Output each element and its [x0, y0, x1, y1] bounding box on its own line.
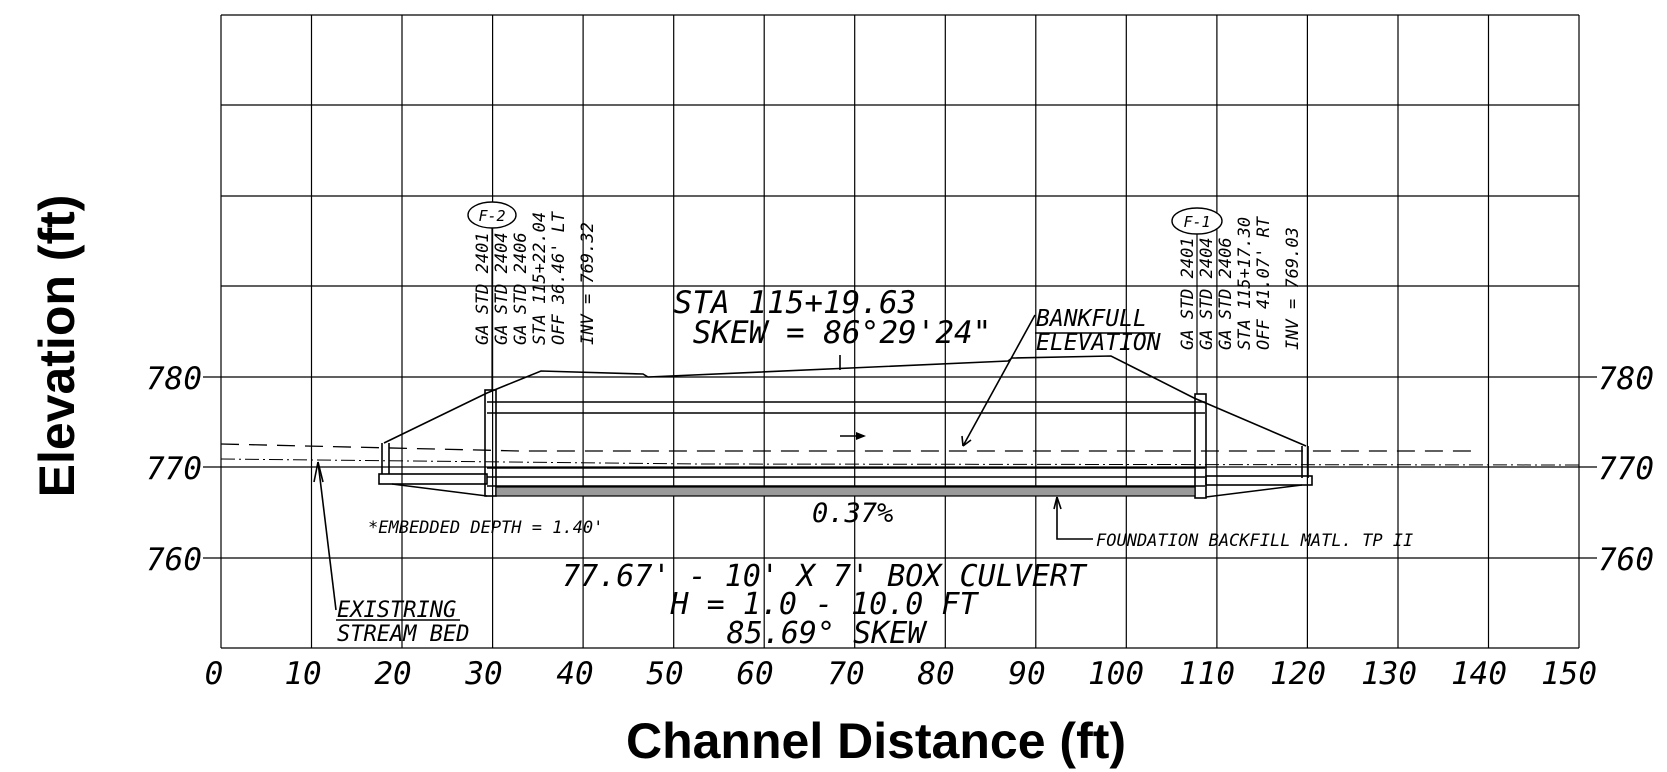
- x-tick-label: 20: [374, 656, 411, 692]
- culvert-label-1: 77.67' - 10' X 7' BOX CULVERT: [562, 559, 1088, 594]
- slope-label: 0.37%: [812, 498, 893, 529]
- left-note: GA STD 2406: [511, 232, 531, 345]
- y-axis-title: Elevation (ft): [29, 195, 85, 498]
- y-tick-label-left: 780: [146, 361, 202, 397]
- right-note: GA STD 2404: [1197, 237, 1217, 350]
- embedded-depth-note: *EMBEDDED DEPTH = 1.40': [368, 518, 603, 538]
- flow-arrow: [840, 432, 866, 440]
- left-note: GA STD 2401: [473, 232, 493, 345]
- left-note: STA 115+22.04: [530, 212, 550, 345]
- x-tick-label: 140: [1451, 656, 1507, 692]
- x-tick-label: 150: [1541, 656, 1597, 692]
- skew-label: SKEW = 86°29'24": [693, 315, 992, 351]
- y-tick-label-right: 760: [1598, 542, 1654, 578]
- stream-bed-callout: EXISTRING STREAM BED: [337, 598, 469, 647]
- x-tick-label: 90: [1008, 656, 1045, 692]
- y-tick-label-right: 780: [1598, 361, 1654, 397]
- x-tick-label: 40: [556, 656, 593, 692]
- y-tick-labels: 780 770 760 780 770 760: [146, 361, 1654, 578]
- right-note: GA STD 2401: [1178, 237, 1198, 350]
- culvert-label-2: H = 1.0 - 10.0 FT: [669, 587, 979, 622]
- grid: [203, 14, 1597, 649]
- water-lines: [220, 443, 1580, 466]
- roadway-profile: [383, 355, 1307, 447]
- x-tick-label: 80: [917, 656, 954, 692]
- center-callout: STA 115+19.63 SKEW = 86°29'24": [674, 285, 992, 351]
- right-end-callout: F-1 GA STD 2401 GA STD 2404 GA STD 2406 …: [1171, 207, 1303, 394]
- x-tick-label: 60: [736, 656, 773, 692]
- x-tick-label: 130: [1361, 656, 1417, 692]
- leader-lines: [313, 314, 1155, 621]
- stream-label-2: STREAM BED: [337, 622, 469, 647]
- x-axis-title: Channel Distance (ft): [626, 713, 1126, 769]
- left-note: OFF 36.46' LT: [549, 210, 569, 345]
- y-tick-label-left: 770: [146, 451, 202, 487]
- x-tick-label: 110: [1179, 656, 1235, 692]
- bankfull-callout: BANKFULL ELEVATION: [1036, 306, 1161, 356]
- left-end-tag: F-2: [478, 207, 505, 225]
- x-tick-label: 0: [205, 656, 224, 692]
- right-note: GA STD 2406: [1216, 237, 1236, 350]
- left-note: INV = 769.32: [578, 222, 598, 345]
- station-label: STA 115+19.63: [674, 285, 917, 321]
- foundation-note: FOUNDATION BACKFILL MATL. TP II: [1096, 531, 1413, 551]
- right-note: INV = 769.03: [1283, 227, 1303, 350]
- y-tick-label-right: 770: [1598, 451, 1654, 487]
- x-tick-label: 120: [1270, 656, 1326, 692]
- stream-label-1: EXISTRING: [337, 598, 456, 623]
- right-note: STA 115+17.30: [1235, 217, 1255, 350]
- x-tick-label: 100: [1088, 656, 1144, 692]
- x-tick-label: 50: [646, 656, 683, 692]
- y-tick-label-left: 760: [146, 542, 202, 578]
- box-culvert: [378, 389, 1313, 499]
- culvert-label-3: 85.69° SKEW: [727, 616, 929, 651]
- bankfull-label-1: BANKFULL: [1036, 306, 1147, 332]
- x-tick-label: 70: [827, 656, 864, 692]
- bankfull-label-2: ELEVATION: [1036, 330, 1161, 356]
- left-note: GA STD 2404: [492, 232, 512, 345]
- x-tick-label: 10: [284, 656, 321, 692]
- left-end-callout: F-2 GA STD 2401 GA STD 2404 GA STD 2406 …: [467, 201, 598, 390]
- culvert-callout: 77.67' - 10' X 7' BOX CULVERT H = 1.0 - …: [562, 559, 1088, 651]
- x-tick-label: 30: [464, 656, 502, 692]
- right-note: OFF 41.07' RT: [1254, 215, 1274, 350]
- x-tick-labels: 0 10 20 30 40 50 60 70 80 90 100 110 120…: [205, 656, 1597, 692]
- right-end-tag: F-1: [1183, 213, 1210, 231]
